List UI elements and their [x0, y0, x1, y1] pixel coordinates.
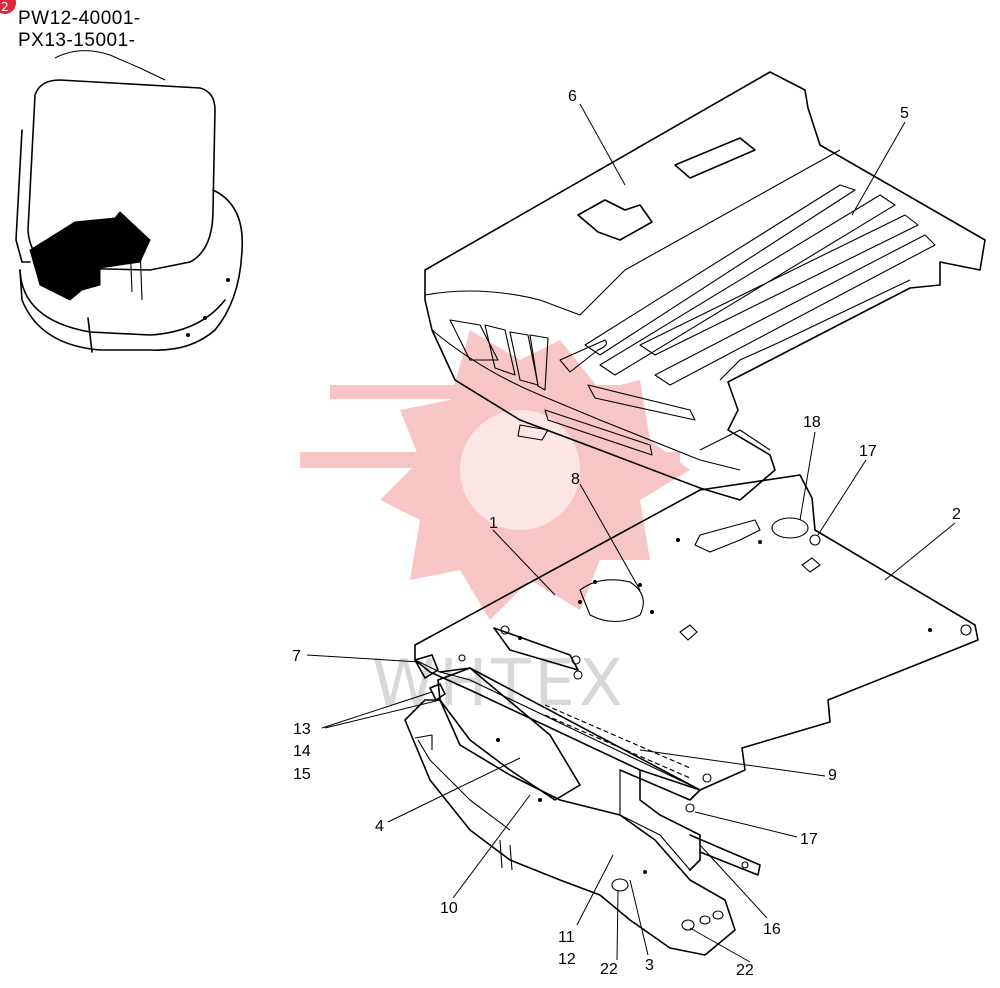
floor-mat-part-6 [424, 71, 986, 501]
callout-6: 6 [568, 88, 577, 105]
serial-range-2: PX13-15001- [18, 30, 136, 51]
callout-5: 5 [900, 105, 909, 122]
callout-12: 12 [558, 951, 576, 968]
callout-4: 4 [375, 818, 384, 835]
machine-location-inset [15, 50, 244, 353]
callout-10: 10 [440, 900, 458, 917]
lower-cover-part-10-3 [404, 699, 761, 956]
watermark-logo [300, 330, 690, 620]
rail-part-9 [439, 667, 701, 801]
callout-17-lower: 17 [800, 831, 818, 848]
callout-11: 11 [558, 929, 575, 946]
floor-plate-part-1-2 [414, 474, 979, 813]
callout-16: 16 [763, 921, 781, 938]
callout-13: 13 [293, 721, 311, 738]
floor-mat-ribs [449, 184, 936, 456]
callout-8: 8 [571, 471, 580, 488]
callout-15: 15 [293, 766, 311, 783]
callout-2: 2 [952, 506, 961, 523]
serial-range-1: PW12-40001- [18, 8, 141, 29]
callout-3: 3 [645, 957, 654, 974]
callout-22-left: 22 [600, 961, 618, 978]
callout-1: 1 [489, 515, 498, 532]
callout-9: 9 [828, 767, 837, 784]
leader-lines [306, 103, 956, 963]
callout-17-upper: 17 [859, 443, 877, 460]
cover-part-4 [437, 667, 581, 802]
callout-22-right: 22 [736, 962, 754, 979]
callout-7: 7 [292, 648, 301, 665]
callout-14: 14 [293, 743, 311, 760]
callout-18: 18 [803, 414, 821, 431]
page-badge: 2 [0, 0, 16, 14]
watermark-text: WHTEX [372, 647, 627, 721]
bracket-part-7 [414, 654, 446, 701]
callout-labels: 1 2 3 4 5 6 7 8 9 10 11 12 13 14 15 16 1… [292, 88, 961, 979]
